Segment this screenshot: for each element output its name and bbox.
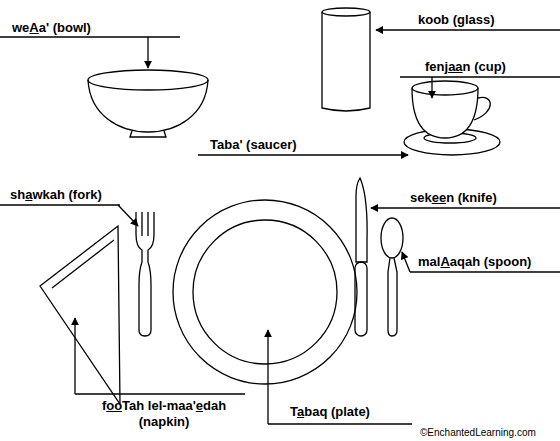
text-part: A	[29, 20, 38, 35]
text-part: sek	[410, 190, 432, 205]
term-label: shawkah (fork)	[10, 187, 102, 203]
term-label: weAa' (bowl)	[12, 20, 91, 36]
text-part: aa	[448, 59, 462, 74]
term-label: fenjaan (cup)	[425, 59, 506, 75]
term-label: Taba' (saucer)	[210, 137, 297, 153]
text-part: A	[440, 254, 449, 269]
text-part: we	[12, 20, 29, 35]
plate-drawing	[173, 200, 357, 384]
term-label: sekeen (knife)	[410, 190, 497, 206]
term-label: Tabaq (plate)	[290, 404, 370, 420]
spoon-drawing	[381, 218, 403, 336]
leader-lines	[0, 30, 560, 424]
text-part: a' (bowl)	[39, 20, 91, 35]
text-part: oo	[106, 398, 122, 413]
text-part: a	[25, 187, 32, 202]
term-label: malAaqah (spoon)	[418, 254, 531, 270]
text-part: a	[297, 404, 304, 419]
text-part: ee	[432, 190, 446, 205]
text-part: T	[290, 404, 297, 419]
knife-drawing	[355, 178, 367, 336]
copyright-note: ©EnchantedLearning.com	[420, 427, 536, 439]
text-part: wkah (fork)	[32, 187, 101, 202]
text-part: ©EnchantedLearning.com	[420, 427, 536, 438]
text-part: koob (glass)	[418, 12, 495, 27]
text-part: sh	[10, 187, 25, 202]
text-part: aqah (spoon)	[450, 254, 532, 269]
term-label: koob (glass)	[418, 12, 495, 28]
napkin-drawing	[40, 226, 120, 404]
text-part: e	[196, 398, 203, 413]
text-part: Taba' (saucer)	[210, 137, 297, 152]
glass-drawing	[322, 8, 370, 111]
text-part: baq (plate)	[304, 404, 370, 419]
text-part: fenj	[425, 59, 448, 74]
text-part: n (cup)	[463, 59, 506, 74]
term-label: fooTah lel-maa'edah (napkin)	[78, 398, 250, 430]
bowl-drawing	[88, 70, 208, 137]
text-part: Tah lel-maa'	[122, 398, 196, 413]
cup-drawing	[404, 81, 500, 155]
text-part: mal	[418, 254, 440, 269]
fork-drawing	[136, 212, 154, 336]
text-part: n (knife)	[446, 190, 497, 205]
text-part: f	[102, 398, 106, 413]
